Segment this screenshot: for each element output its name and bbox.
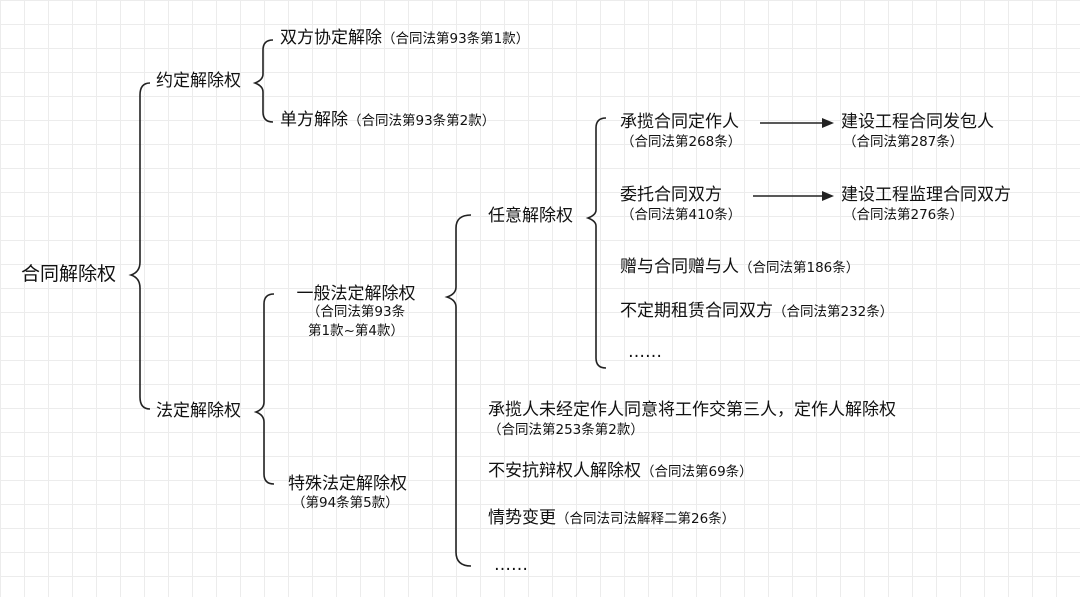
- special-item-2-ref: （合同法第69条）: [641, 464, 753, 480]
- arbitrary-item-2-target: 建设工程监理合同双方: [841, 185, 1011, 205]
- arbitrary-item-2-ref: （合同法第410条）: [621, 207, 742, 223]
- arbitrary-item-3-label: 赠与合同赠与人: [620, 257, 739, 277]
- arbitrary-items-brace: [585, 117, 607, 369]
- unilateral-label: 单方解除: [280, 110, 348, 130]
- arbitrary-item-1-target-ref: （合同法第287条）: [843, 134, 964, 150]
- arbitrary-more: ……: [628, 342, 662, 362]
- special-item-2-label: 不安抗辩权人解除权: [488, 461, 641, 481]
- unilateral-ref: （合同法第93条第2款）: [348, 113, 496, 129]
- special-item-3-ref: （合同法司法解释二第26条）: [556, 511, 736, 527]
- mutual-node: 双方协定解除（合同法第93条第1款）: [280, 30, 529, 47]
- special-ref: （第94条第5款）: [292, 495, 399, 511]
- special-item-2: 不安抗辩权人解除权（合同法第69条）: [488, 463, 753, 480]
- statutory-label: 法定解除权: [156, 401, 241, 421]
- arbitrary-brace: [444, 214, 472, 567]
- arbitrary-item-2-label: 委托合同双方: [620, 185, 722, 205]
- arrow-1-head: [822, 118, 834, 128]
- arbitrary-item-1-ref: （合同法第268条）: [621, 134, 742, 150]
- agreed-brace: [252, 39, 274, 123]
- root-brace: [128, 82, 151, 410]
- special-item-3-label: 情势变更: [488, 508, 556, 528]
- general-ref-line1: （合同法第93条: [306, 304, 406, 320]
- mutual-ref: （合同法第93条第1款）: [382, 31, 530, 47]
- special-more: ……: [494, 555, 528, 575]
- arbitrary-label: 任意解除权: [488, 206, 573, 226]
- arbitrary-item-3: 赠与合同赠与人（合同法第186条）: [620, 259, 859, 276]
- general-ref-line2: 第1款~第4款）: [308, 323, 404, 339]
- arbitrary-item-2-target-ref: （合同法第276条）: [843, 207, 964, 223]
- special-item-1-label: 承揽人未经定作人同意将工作交第三人，定作人解除权: [488, 400, 896, 420]
- special-label: 特殊法定解除权: [288, 474, 407, 494]
- agreed-label: 约定解除权: [156, 71, 241, 91]
- root-label: 合同解除权: [21, 263, 117, 285]
- arbitrary-item-4: 不定期租赁合同双方（合同法第232条）: [620, 303, 893, 320]
- statutory-brace: [253, 293, 275, 485]
- arrow-2-head: [822, 191, 834, 201]
- special-item-1-ref: （合同法第253条第2款）: [488, 422, 644, 438]
- arbitrary-item-4-label: 不定期租赁合同双方: [620, 301, 773, 321]
- mutual-label: 双方协定解除: [280, 28, 382, 48]
- unilateral-node: 单方解除（合同法第93条第2款）: [280, 112, 495, 129]
- special-item-3: 情势变更（合同法司法解释二第26条）: [488, 510, 735, 527]
- arbitrary-item-3-ref: （合同法第186条）: [739, 260, 860, 276]
- arbitrary-item-1-label: 承揽合同定作人: [620, 112, 739, 132]
- arbitrary-item-1-target: 建设工程合同发包人: [841, 112, 994, 132]
- arbitrary-item-4-ref: （合同法第232条）: [773, 304, 894, 320]
- general-label: 一般法定解除权: [296, 284, 416, 304]
